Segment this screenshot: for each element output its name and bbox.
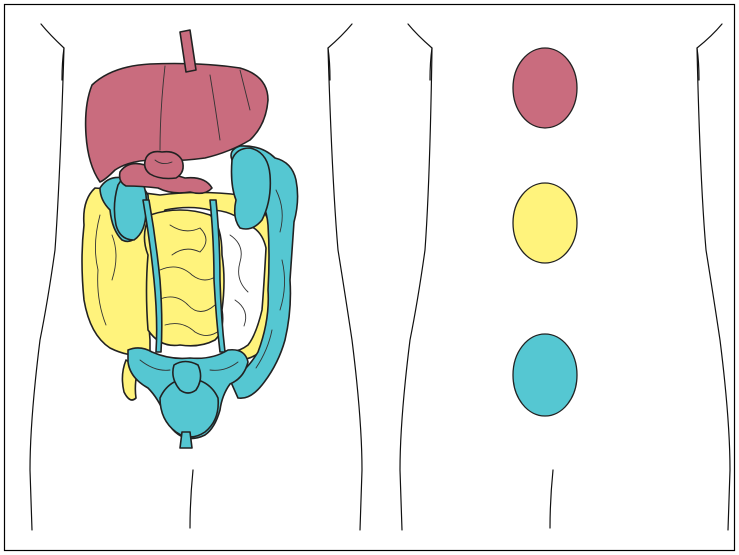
zone-lower xyxy=(513,334,577,416)
zone-upper xyxy=(513,48,577,128)
anatomy-illustration xyxy=(82,30,298,448)
pancreas xyxy=(145,152,183,179)
pain-zones xyxy=(513,48,577,416)
zone-middle xyxy=(513,183,577,263)
